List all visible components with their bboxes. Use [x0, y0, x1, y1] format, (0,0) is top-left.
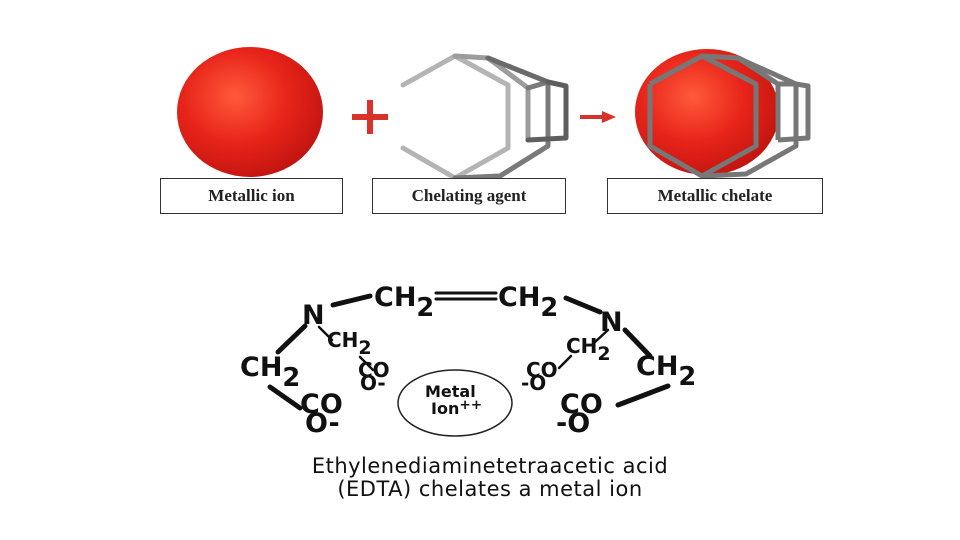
chelating-agent-text: Chelating agent [411, 186, 527, 205]
co-big-right: CO [560, 389, 603, 420]
n-left: N [302, 300, 325, 331]
metallic-ion-text: Metallic ion [208, 186, 295, 205]
metal-text: Metal [425, 382, 476, 401]
arrow-right-icon [580, 111, 616, 123]
metallic-chelate-shape [635, 49, 811, 179]
metal-ion-circle [397, 369, 513, 437]
chelating-agent-shape [400, 53, 569, 181]
ion-text: Ion++ [431, 397, 483, 418]
chelating-agent-label: Chelating agent [372, 178, 566, 214]
n-right: N [600, 307, 623, 338]
caption-line-2: (EDTA) chelates a metal ion [337, 477, 643, 501]
metallic-ion-label: Metallic ion [160, 178, 343, 214]
metallic-ion-sphere [177, 47, 323, 177]
caption-line-1: Ethylenediaminetetraacetic acid [311, 454, 669, 478]
ch2-small-right: CH2 [566, 334, 611, 366]
o-big-left: O- [305, 408, 340, 439]
metallic-chelate-label: Metallic chelate [607, 178, 823, 214]
edta-bonds [267, 291, 671, 411]
co-small-left: CO [358, 358, 390, 382]
ch2-big-right: CH2 [636, 351, 697, 392]
ch2-small-left: CH2 [327, 328, 372, 360]
o-small-right: -O [521, 371, 547, 395]
co-small-right: CO [526, 358, 558, 382]
o-small-left: O- [360, 371, 386, 395]
ch2-big-left: CH2 [240, 352, 301, 393]
ch2-top-left: CH2 [374, 282, 435, 323]
co-big-left: CO [300, 389, 343, 420]
ch2-top-right: CH2 [498, 282, 559, 323]
plus-icon [352, 100, 388, 134]
metallic-chelate-text: Metallic chelate [657, 186, 773, 205]
metal-ion-label: Metal Ion++ [425, 382, 483, 418]
o-big-right: -O [556, 408, 591, 439]
